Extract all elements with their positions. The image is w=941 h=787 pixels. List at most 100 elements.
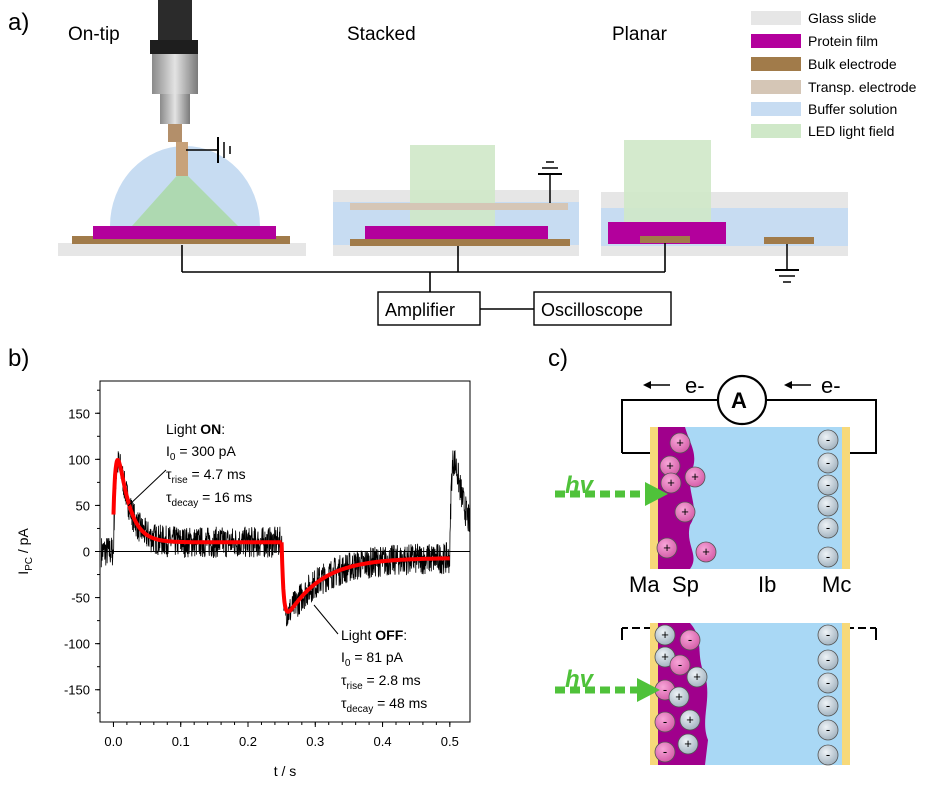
ion-charge-sign: - bbox=[678, 657, 682, 672]
x-tick-label: 0.0 bbox=[104, 734, 122, 749]
x-tick-label: 0.1 bbox=[172, 734, 190, 749]
panel-a-label: a) bbox=[8, 9, 29, 36]
ion-charge-sign: - bbox=[826, 432, 830, 447]
ion-charge-sign: - bbox=[826, 455, 830, 470]
legend-label-glass: Glass slide bbox=[808, 10, 877, 26]
ion-charge-sign: + bbox=[661, 649, 669, 664]
annotation-on-rise: τrise = 4.7 ms bbox=[166, 466, 246, 486]
ion-charge-sign: + bbox=[702, 544, 710, 559]
legend-label-led: LED light field bbox=[808, 123, 894, 139]
negative-ion bbox=[817, 624, 839, 646]
x-tick-label: 0.5 bbox=[441, 734, 459, 749]
ion-charge-sign: + bbox=[676, 435, 684, 450]
ion-charge-sign: + bbox=[666, 458, 674, 473]
wiring bbox=[181, 243, 666, 310]
probe-cable bbox=[158, 0, 192, 40]
ammeter-symbol bbox=[716, 374, 768, 426]
negative-ion bbox=[817, 649, 839, 671]
ion-charge-sign: - bbox=[663, 714, 667, 729]
hv-arrow-bottom bbox=[555, 678, 660, 702]
negative-ion bbox=[679, 709, 701, 731]
ion-charge-sign: - bbox=[826, 675, 830, 690]
legend-label-buffer: Buffer solution bbox=[808, 101, 897, 117]
y-tick-label: -150 bbox=[64, 683, 90, 698]
legend-swatch-buffer bbox=[751, 102, 801, 116]
negative-ion bbox=[817, 744, 839, 766]
stacked-setup bbox=[333, 145, 579, 256]
ion-charge-sign: + bbox=[691, 469, 699, 484]
ion-charge-sign: + bbox=[693, 669, 701, 684]
hv-arrow-top bbox=[555, 482, 668, 506]
positive-ion bbox=[684, 466, 706, 488]
legend-label-bulk: Bulk electrode bbox=[808, 56, 897, 72]
ammeter-label: A bbox=[731, 388, 747, 413]
legend-swatch-protein bbox=[751, 34, 801, 48]
y-tick-label: 100 bbox=[68, 452, 90, 467]
annotation-off-rise: τrise = 2.8 ms bbox=[341, 672, 421, 692]
annotation-off-pointer bbox=[313, 604, 339, 635]
ions-bottom: +-+-+-+-+-+------ bbox=[654, 624, 839, 766]
positive-ion bbox=[679, 629, 701, 651]
y-tick-label: -100 bbox=[64, 637, 90, 652]
panel-c-label: c) bbox=[548, 345, 568, 372]
electron-label-right: e- bbox=[821, 373, 841, 398]
fit-curve-off bbox=[279, 542, 450, 614]
y-tick-label: 50 bbox=[76, 498, 90, 513]
ion-charge-sign: + bbox=[661, 627, 669, 642]
ion-charge-sign: + bbox=[686, 712, 694, 727]
negative-ion bbox=[817, 672, 839, 694]
negative-ion bbox=[817, 495, 839, 517]
legend: Glass slide Protein film Bulk electrode … bbox=[751, 10, 917, 139]
ion-charge-sign: - bbox=[663, 682, 667, 697]
x-axis-label: t / s bbox=[274, 763, 297, 779]
x-tick-label: 0.3 bbox=[306, 734, 324, 749]
ion-charge-sign: + bbox=[681, 504, 689, 519]
ion-charge-sign: - bbox=[826, 698, 830, 713]
x-tick-label: 0.2 bbox=[239, 734, 257, 749]
positive-ion bbox=[654, 741, 676, 763]
y-tick-label: -50 bbox=[71, 591, 90, 606]
open-circuit bbox=[621, 627, 877, 640]
x-tick-label: 0.4 bbox=[374, 734, 392, 749]
negative-ion bbox=[817, 474, 839, 496]
positive-ion bbox=[695, 541, 717, 563]
electron-arrow-right bbox=[784, 381, 811, 389]
negative-ion bbox=[817, 452, 839, 474]
planar-setup bbox=[601, 140, 848, 283]
positive-ion bbox=[669, 654, 691, 676]
config-label-on-tip: On-tip bbox=[68, 24, 120, 45]
positive-ion bbox=[654, 711, 676, 733]
negative-ion bbox=[817, 517, 839, 539]
ion-charge-sign: + bbox=[667, 475, 675, 490]
ion-charge-sign: - bbox=[826, 652, 830, 667]
legend-swatch-transp bbox=[751, 80, 801, 94]
positive-ion bbox=[674, 501, 696, 523]
negative-ion bbox=[817, 546, 839, 568]
label-ma: Ma bbox=[629, 572, 660, 597]
fit-curve-on bbox=[111, 457, 282, 545]
positive-ion bbox=[669, 432, 691, 454]
legend-swatch-led bbox=[751, 124, 801, 138]
panel-b-label: b) bbox=[8, 345, 29, 372]
ions-top: +++++++------ bbox=[656, 429, 839, 568]
legend-label-transp: Transp. electrode bbox=[808, 79, 917, 95]
ion-charge-sign: - bbox=[826, 520, 830, 535]
y-tick-label: 0 bbox=[83, 545, 90, 560]
annotation-on-decay: τdecay = 16 ms bbox=[166, 489, 252, 509]
oscilloscope-box bbox=[533, 291, 672, 326]
ion-charge-sign: + bbox=[684, 736, 692, 751]
annotation-on-i0: I0 = 300 pA bbox=[166, 443, 236, 463]
amplifier-label: Amplifier bbox=[385, 300, 455, 320]
config-label-planar: Planar bbox=[612, 24, 668, 45]
ion-charge-sign: - bbox=[826, 549, 830, 564]
positive-ion bbox=[660, 472, 682, 494]
label-mc: Mc bbox=[822, 572, 851, 597]
ion-charge-sign: - bbox=[826, 627, 830, 642]
legend-swatch-glass bbox=[751, 11, 801, 25]
negative-ion bbox=[817, 719, 839, 741]
annotation-off-decay: τdecay = 48 ms bbox=[341, 695, 427, 715]
negative-ion bbox=[677, 733, 699, 755]
ion-charge-sign: - bbox=[826, 477, 830, 492]
